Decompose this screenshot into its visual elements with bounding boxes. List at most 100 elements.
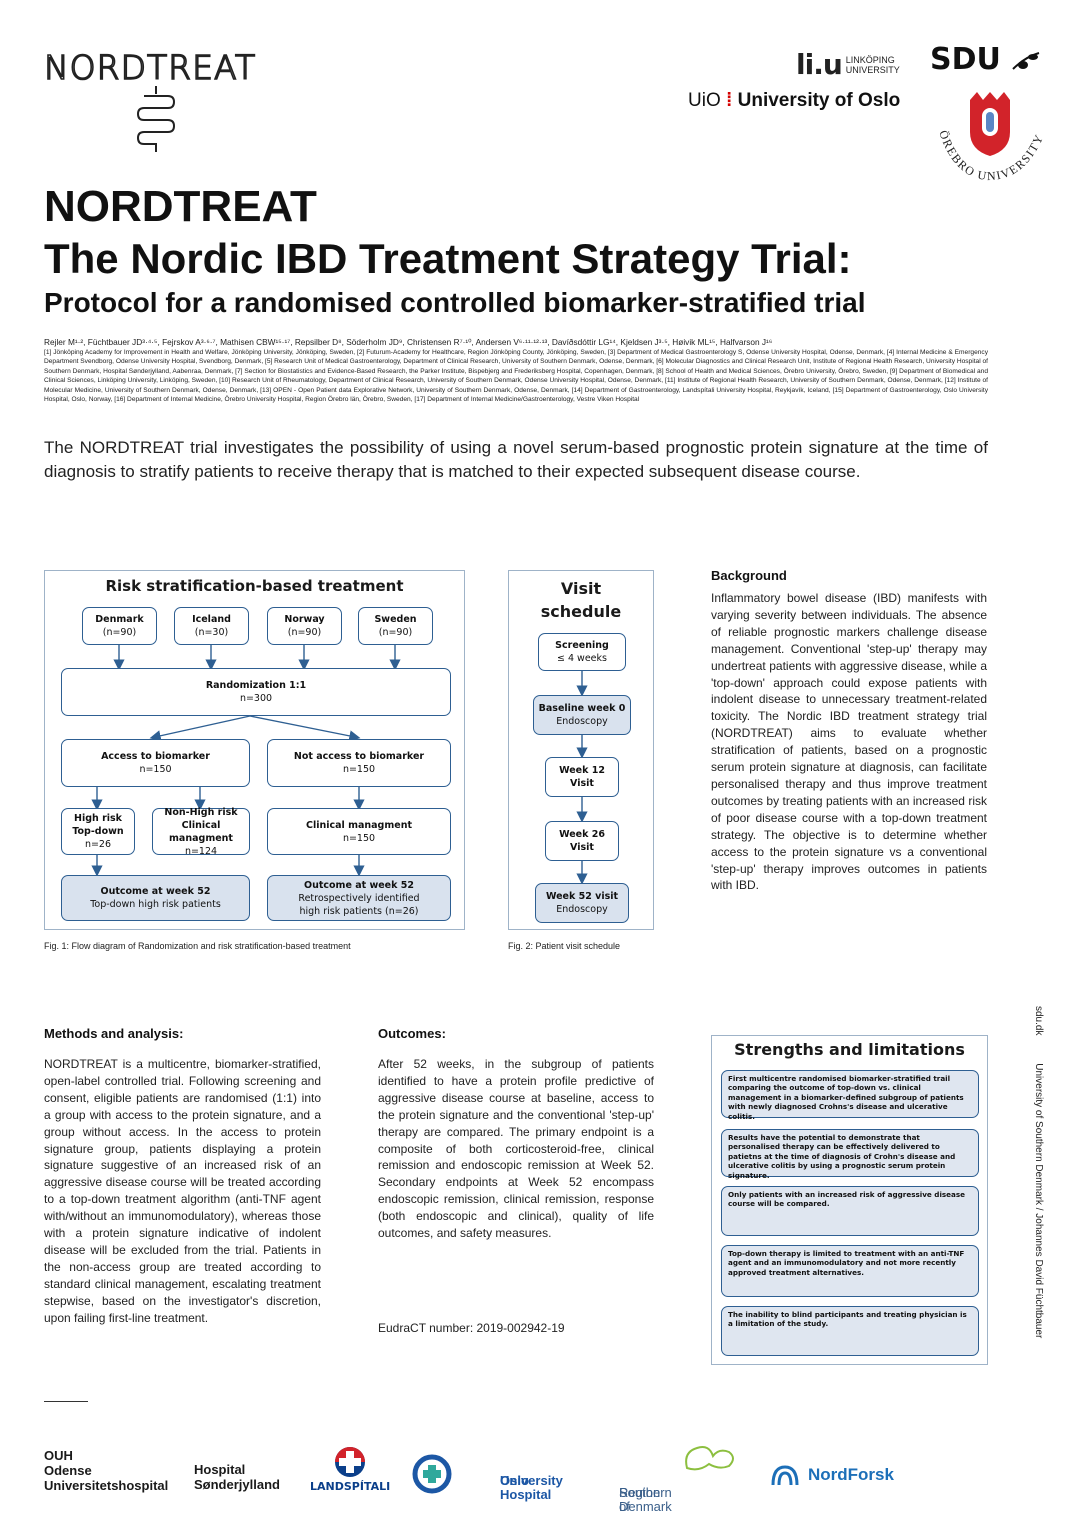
liu-logo: li.u LINKÖPING UNIVERSITY — [796, 48, 900, 81]
non-high-risk-l2: Clinical managment — [169, 819, 233, 844]
side-credit: sdu.dk University of Southern Denmark / … — [1030, 1006, 1050, 1376]
liu-text-2: UNIVERSITY — [845, 64, 900, 75]
high-risk-l1: High risk — [74, 813, 122, 824]
high-risk-l2: Top-down — [72, 826, 124, 837]
access-label: Access to biomarker — [101, 751, 210, 762]
nordforsk-logo: NordForsk — [770, 1463, 920, 1493]
country-n: (n=90) — [287, 627, 322, 638]
eudract-number: EudraCT number: 2019-002942-19 — [378, 1321, 565, 1335]
clinical-label: Clinical managment — [305, 819, 413, 831]
country-n: (n=90) — [102, 627, 137, 638]
visit-step-l1: Screening — [555, 640, 609, 651]
strength-item: Results have the potential to demonstrat… — [721, 1129, 979, 1180]
clinical-n: n=150 — [342, 832, 376, 844]
non-high-risk-l1: Non-High risk — [164, 806, 238, 818]
limitation-item: Top-down therapy is limited to treatment… — [721, 1245, 979, 1297]
strengths-title: Strengths and limitations — [734, 1040, 965, 1059]
rsd-line-2: Southern Denmark — [619, 1485, 672, 1514]
outcome-left-box: Outcome at week 52 Top-down high risk pa… — [61, 875, 250, 921]
no-access-label: Not access to biomarker — [293, 751, 425, 762]
side-credit-text: sdu.dk University of Southern Denmark / … — [1033, 1006, 1044, 1339]
uio-dot-icon: ⁞ — [726, 90, 733, 111]
country-name: Sweden — [374, 614, 417, 625]
outcome-left-l1: Outcome at week 52 — [100, 886, 211, 897]
outcome-right-l3: high risk patients (n=26) — [299, 905, 419, 917]
methods-text: NORDTREAT is a multicentre, biomarker-st… — [44, 1057, 321, 1325]
visit-step-l2: ≤ 4 weeks — [557, 653, 607, 664]
country-n: (n=90) — [378, 627, 413, 638]
visit-step-l2: Endoscopy — [556, 716, 608, 727]
liu-mark: li.u — [796, 48, 843, 81]
visit-step-week-52: Week 52 visit Endoscopy — [535, 883, 629, 923]
access-biomarker-box: Access to biomarker n=150 — [61, 739, 250, 787]
ouh-line-1: OUH — [44, 1448, 73, 1463]
access-n: n=150 — [139, 764, 172, 775]
nordforsk-icon — [771, 1465, 799, 1486]
outcome-right-box: Outcome at week 52 Retrospectively ident… — [267, 875, 451, 921]
uio-name: University of Oslo — [737, 90, 901, 111]
figure-2-title-2: schedule — [540, 602, 622, 621]
clinical-management-box: Clinical managment n=150 — [267, 808, 451, 855]
visit-step-l1: Week 52 visit — [545, 891, 619, 902]
hsj-line-2: Sønderjylland — [194, 1477, 280, 1492]
randomization-n: n=300 — [239, 693, 273, 704]
flow-arrows — [91, 645, 401, 877]
orebro-seal-icon: ÖREBRO UNIVERSITY — [936, 92, 1045, 183]
limitation-item: The inability to blind participants and … — [721, 1306, 979, 1356]
country-box-sweden: Sweden (n=90) — [358, 607, 433, 645]
randomization-box: Randomization 1:1 n=300 — [61, 668, 451, 716]
ouh-logo: OUH Odense Universitetshospital — [44, 1448, 168, 1493]
landspitali-cross-icon — [335, 1447, 365, 1477]
visit-arrows — [576, 671, 588, 885]
high-risk-box: High risk Top-down n=26 — [61, 808, 135, 855]
ous-line-1: Oslo — [500, 1473, 529, 1488]
strengths-limitations-panel: Strengths and limitations First multicen… — [711, 1035, 988, 1365]
sdu-logo: SDU — [930, 42, 1041, 77]
title-line-2: The Nordic IBD Treatment Strategy Trial: — [44, 235, 852, 282]
visit-step-week-12: Week 12 Visit — [545, 757, 619, 797]
region-southern-denmark-logo: Region of Southern Denmark — [619, 1442, 749, 1514]
ous-cross-icon — [412, 1454, 452, 1494]
visit-step-screening: Screening ≤ 4 weeks — [538, 633, 626, 671]
country-box-denmark: Denmark (n=90) — [82, 607, 157, 645]
no-access-biomarker-box: Not access to biomarker n=150 — [267, 739, 451, 787]
limitation-item: Only patients with an increased risk of … — [721, 1186, 979, 1236]
landspitali-logo: LANDSPÍTALI — [310, 1446, 390, 1496]
non-high-risk-box: Non-High risk Clinical managment n=124 — [152, 806, 250, 857]
country-name: Denmark — [95, 614, 144, 625]
affiliations: [1] Jönköping Academy for Improvement in… — [44, 349, 988, 404]
ouh-line-2: Odense — [44, 1463, 92, 1478]
region-map-icon — [685, 1446, 734, 1471]
hospital-sonderjylland-logo: Hospital Sønderjylland — [194, 1462, 280, 1492]
footnote-rule — [44, 1401, 88, 1402]
rsd-line-1: Region of — [619, 1485, 661, 1514]
orebro-logo: ÖREBRO UNIVERSITY — [925, 92, 1055, 183]
ouh-line-3: Universitetshospital — [44, 1478, 169, 1493]
figure-2-title-1: Visit — [560, 579, 602, 598]
visit-step-l1: Week 12 — [559, 765, 605, 776]
country-n: (n=30) — [194, 627, 229, 638]
title-line-1: NORDTREAT — [44, 182, 317, 231]
visit-step-baseline: Baseline week 0 Endoscopy — [533, 695, 631, 735]
visit-step-l2: Visit — [570, 778, 594, 789]
oslo-university-hospital-logo: Oslo University Hospital — [412, 1452, 592, 1502]
no-access-n: n=150 — [342, 764, 376, 775]
figure-2-visit-schedule: Visit schedule Screening ≤ 4 weeks Basel… — [508, 570, 654, 930]
randomization-label: Randomization 1:1 — [205, 680, 307, 691]
nordtreat-logo: NORDTREAT — [43, 46, 284, 156]
visit-step-l2: Visit — [570, 842, 594, 853]
figure-1-caption: Fig. 1: Flow diagram of Randomization an… — [44, 941, 351, 951]
intestine-icon — [136, 86, 176, 152]
landspitali-text: LANDSPÍTALI — [310, 1480, 391, 1493]
outcome-right-l2: Retrospectively identified — [298, 892, 420, 904]
high-risk-n: n=26 — [84, 839, 112, 850]
nordforsk-text: NordForsk — [808, 1465, 894, 1484]
outcome-right-l1: Outcome at week 52 — [304, 879, 414, 891]
methods-heading: Methods and analysis: — [44, 1026, 184, 1041]
strength-item: First multicentre randomised biomarker-s… — [721, 1070, 979, 1121]
country-name: Norway — [284, 614, 325, 625]
intro-paragraph: The NORDTREAT trial investigates the pos… — [44, 438, 988, 481]
outcome-left-l2: Top-down high risk patients — [90, 899, 221, 910]
country-name: Iceland — [192, 614, 231, 625]
non-high-risk-n: n=124 — [184, 845, 218, 857]
